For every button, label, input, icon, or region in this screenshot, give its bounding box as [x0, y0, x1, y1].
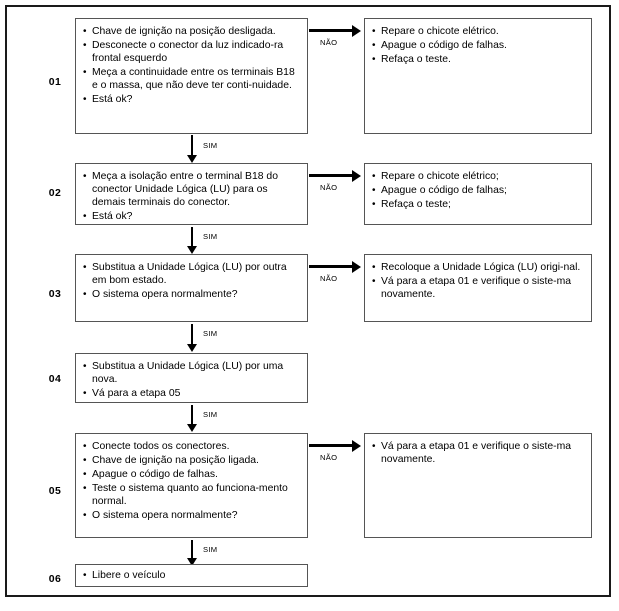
step-number-05: 05 — [48, 485, 62, 497]
yes-label-02: SIM — [203, 232, 218, 241]
arrow-shaft — [190, 135, 194, 155]
yes-arrow-05 — [186, 540, 198, 566]
list-item: Conecte todos os conectores. — [83, 439, 300, 453]
arrow-shaft — [309, 265, 352, 268]
list-item: Chave de ignição na posição ligada. — [83, 454, 300, 467]
arrow-shaft — [309, 29, 352, 32]
step-01-branch-list: Repare o chicote elétrico. Apague o códi… — [372, 24, 584, 66]
step-number-02: 02 — [48, 187, 62, 199]
yes-arrow-01 — [186, 135, 198, 163]
list-item: Libere o veículo — [83, 568, 300, 582]
list-item: Substitua a Unidade Lógica (LU) por uma … — [83, 359, 300, 386]
step-number-01: 01 — [48, 76, 62, 88]
list-item: Chave de ignição na posição desligada. — [83, 24, 300, 38]
step-01-main-list: Chave de ignição na posição desligada. D… — [83, 24, 300, 107]
step-box-02-main: Meça a isolação entre o terminal B18 do … — [75, 163, 308, 225]
list-item: Vá para a etapa 01 e verifique o siste-​… — [372, 439, 584, 466]
list-item: Meça a continuidade entre os terminais B… — [83, 66, 300, 92]
list-item: Está ok? — [83, 210, 300, 223]
arrow-head — [186, 558, 197, 566]
arrow-head — [186, 246, 197, 254]
list-item: Está ok? — [83, 93, 300, 106]
list-item: O sistema opera normalmente? — [83, 288, 300, 301]
step-06-main-list: Libere o veículo — [83, 568, 300, 582]
arrow-head — [352, 260, 361, 273]
step-box-04-main: Substitua a Unidade Lógica (LU) por uma … — [75, 353, 308, 403]
step-box-01-branch: Repare o chicote elétrico. Apague o códi… — [364, 18, 592, 134]
arrow-shaft — [190, 540, 194, 558]
yes-arrow-02 — [186, 227, 198, 254]
arrow-head — [186, 424, 197, 432]
arrow-head — [186, 155, 197, 163]
step-05-main-list: Conecte todos os conectores. Chave de ig… — [83, 439, 300, 523]
arrow-head — [352, 24, 361, 37]
no-label-01: NÃO — [320, 38, 338, 47]
arrow-shaft — [309, 174, 352, 177]
step-box-06-main: Libere o veículo — [75, 564, 308, 587]
no-label-02: NÃO — [320, 183, 338, 192]
yes-label-04: SIM — [203, 410, 218, 419]
step-02-branch-list: Repare o chicote elétrico; Apague o códi… — [372, 169, 584, 211]
arrow-head — [352, 439, 361, 452]
no-label-03: NÃO — [320, 274, 338, 283]
no-label-05: NÃO — [320, 453, 338, 462]
list-item: Meça a isolação entre o terminal B18 do … — [83, 169, 300, 209]
no-arrow-02 — [309, 169, 361, 182]
arrow-shaft — [190, 405, 194, 424]
arrow-shaft — [309, 444, 352, 447]
arrow-shaft — [190, 227, 194, 246]
no-arrow-05 — [309, 439, 361, 452]
step-box-02-branch: Repare o chicote elétrico; Apague o códi… — [364, 163, 592, 225]
yes-label-05: SIM — [203, 545, 218, 554]
list-item: O sistema opera normalmente? — [83, 509, 300, 522]
list-item: Apague o código de falhas. — [83, 468, 300, 481]
step-03-main-list: Substitua a Unidade Lógica (LU) por outr… — [83, 260, 300, 301]
step-05-branch-list: Vá para a etapa 01 e verifique o siste-​… — [372, 439, 584, 466]
step-number-06: 06 — [48, 573, 62, 585]
arrow-head — [186, 344, 197, 352]
arrow-shaft — [190, 324, 194, 344]
step-box-05-main: Conecte todos os conectores. Chave de ig… — [75, 433, 308, 538]
list-item: Recoloque a Unidade Lógica (LU) origi-​n… — [372, 260, 584, 274]
yes-arrow-03 — [186, 324, 198, 352]
step-box-05-branch: Vá para a etapa 01 e verifique o siste-​… — [364, 433, 592, 538]
list-item: Vá para a etapa 05 — [83, 387, 300, 400]
step-number-04: 04 — [48, 373, 62, 385]
no-arrow-01 — [309, 24, 361, 37]
step-03-branch-list: Recoloque a Unidade Lógica (LU) origi-​n… — [372, 260, 584, 301]
step-04-main-list: Substitua a Unidade Lógica (LU) por uma … — [83, 359, 300, 400]
step-number-03: 03 — [48, 288, 62, 300]
list-item: Repare o chicote elétrico; — [372, 169, 584, 183]
step-02-main-list: Meça a isolação entre o terminal B18 do … — [83, 169, 300, 223]
list-item: Refaça o teste; — [372, 198, 584, 211]
step-box-03-branch: Recoloque a Unidade Lógica (LU) origi-​n… — [364, 254, 592, 322]
list-item: Refaça o teste. — [372, 53, 584, 66]
step-box-01-main: Chave de ignição na posição desligada. D… — [75, 18, 308, 134]
list-item: Vá para a etapa 01 e verifique o siste-​… — [372, 275, 584, 301]
yes-label-01: SIM — [203, 141, 218, 150]
list-item: Substitua a Unidade Lógica (LU) por outr… — [83, 260, 300, 287]
list-item: Apague o código de falhas; — [372, 184, 584, 197]
no-arrow-03 — [309, 260, 361, 273]
list-item: Teste o sistema quanto ao funciona-​ment… — [83, 482, 300, 508]
yes-arrow-04 — [186, 405, 198, 432]
arrow-head — [352, 169, 361, 182]
list-item: Apague o código de falhas. — [372, 39, 584, 52]
yes-label-03: SIM — [203, 329, 218, 338]
list-item: Repare o chicote elétrico. — [372, 24, 584, 38]
list-item: Desconecte o conector da luz indicado-​r… — [83, 39, 300, 65]
diagram-outer-frame: 01 Chave de ignição na posição desligada… — [5, 5, 611, 597]
step-box-03-main: Substitua a Unidade Lógica (LU) por outr… — [75, 254, 308, 322]
